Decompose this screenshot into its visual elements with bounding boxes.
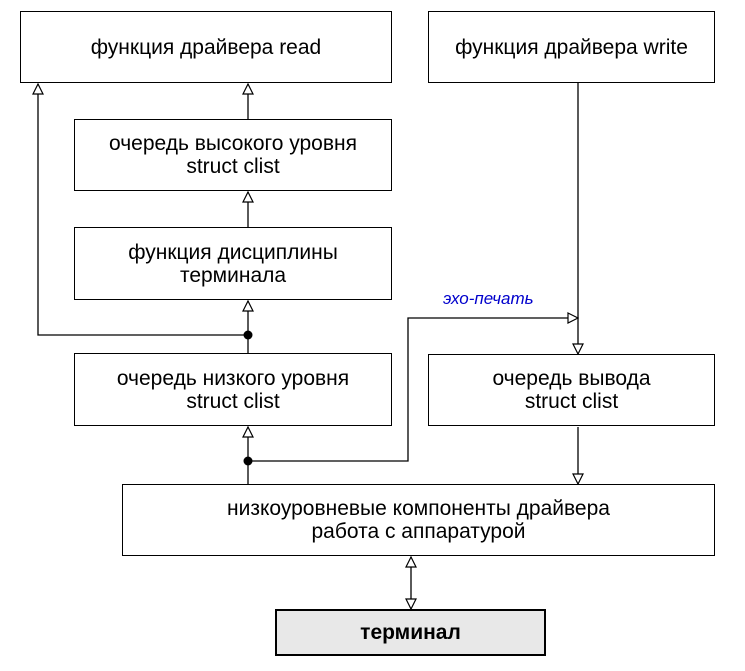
high-level-queue-struct: struct clist [186,155,280,178]
high-level-queue-label: очередь высокого уровня [109,132,357,155]
junction-dot-lower [243,456,253,466]
low-level-queue-label: очередь низкого уровня [116,366,350,390]
hw-components-box: низкоуровневые компоненты драйвера работ… [122,484,715,556]
echo-print-label: эхо-печать [443,289,534,308]
low-level-queue-struct: struct clist [186,389,280,413]
output-queue-label: очередь вывода [492,367,651,390]
terminal-label: терминал [360,621,461,644]
write-function-label: функция драйвера write [455,35,688,59]
terminal-box: терминал [275,609,546,656]
output-queue-box: очередь вывода struct clist [428,354,715,426]
line-discipline-box: функция дисциплины терминала [74,227,392,300]
write-function-box: функция драйвера write [428,11,715,83]
line-discipline-label-2: терминала [179,263,287,287]
output-queue-struct: struct clist [524,390,619,413]
hw-components-label-2: работа с аппаратурой [311,520,526,543]
high-level-queue-box: очередь высокого уровня struct clist [74,119,392,191]
line-discipline-label: функция дисциплины [128,240,338,264]
edge-bypass-to-read [38,84,248,336]
read-function-box: функция драйвера read [20,11,392,83]
read-function-label: функция драйвера read [90,35,322,59]
hw-components-label: низкоуровневые компоненты драйвера [227,497,610,520]
edge-echo [248,318,578,462]
low-level-queue-box: очередь низкого уровня struct clist [74,353,392,426]
junction-dot-upper [243,330,253,340]
